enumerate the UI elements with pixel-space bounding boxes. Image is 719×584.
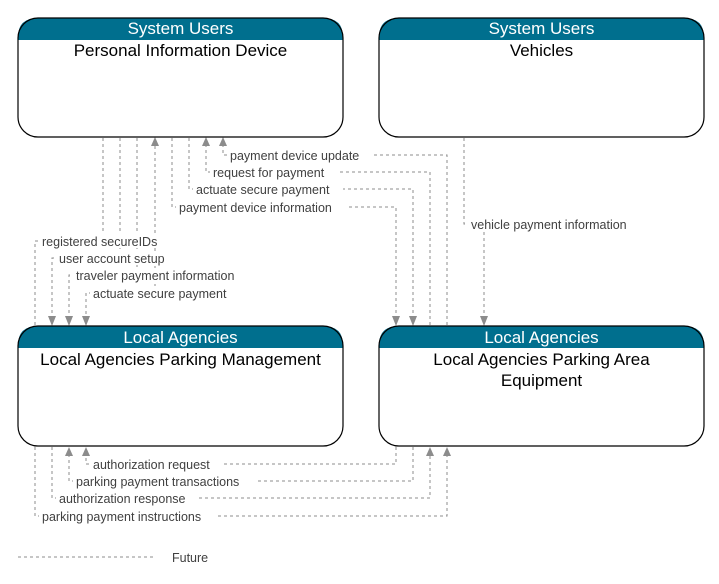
box-local-agencies-parking-management[interactable]: Local Agencies Local Agencies Parking Ma… <box>17 325 344 447</box>
label-authorization-response: authorization response <box>59 492 186 506</box>
label-user-account-setup: user account setup <box>59 252 165 266</box>
label-authorization-request: authorization request <box>93 458 210 472</box>
label-registered-secure-ids: registered secureIDs <box>42 235 157 249</box>
flow-user-account-setup[interactable] <box>51 138 121 316</box>
label-payment-device-update: payment device update <box>230 149 359 163</box>
arrowhead <box>65 316 73 326</box>
arrowhead <box>480 316 488 326</box>
label-actuate-secure-payment-left: actuate secure payment <box>93 287 227 301</box>
box-category: Local Agencies <box>123 328 237 347</box>
arrowhead <box>82 447 90 456</box>
box-category: Local Agencies <box>484 328 598 347</box>
label-vehicle-payment-information: vehicle payment information <box>471 218 627 232</box>
box-title: Local Agencies Parking Management <box>40 350 321 369</box>
box-title: Local Agencies Parking Area <box>433 350 650 369</box>
label-actuate-secure-payment-top: actuate secure payment <box>196 183 330 197</box>
legend-future-label: Future <box>172 551 208 565</box>
box-category: System Users <box>128 19 234 38</box>
flow-parking-payment-instructions[interactable] <box>34 447 448 517</box>
arrowhead <box>65 447 73 456</box>
flow-labels: payment device update request for paymen… <box>39 148 644 524</box>
arrowhead <box>409 316 417 326</box>
arrowhead <box>82 316 90 326</box>
arrowhead <box>48 316 56 326</box>
flow-authorization-response[interactable] <box>51 447 431 499</box>
box-title-line-2: Equipment <box>501 371 583 390</box>
label-parking-payment-instructions: parking payment instructions <box>42 510 201 524</box>
label-parking-payment-transactions: parking payment transactions <box>76 475 239 489</box>
arrowhead <box>151 137 159 146</box>
label-request-for-payment: request for payment <box>213 166 325 180</box>
arrowhead <box>443 447 451 456</box>
box-category: System Users <box>489 19 595 38</box>
arrowhead <box>392 316 400 326</box>
arrowhead <box>426 447 434 456</box>
label-payment-device-information: payment device information <box>179 201 332 215</box>
arrowhead <box>202 137 210 146</box>
box-title: Personal Information Device <box>74 41 288 60</box>
box-local-agencies-parking-area-equipment[interactable]: Local Agencies Local Agencies Parking Ar… <box>378 325 705 447</box>
box-title: Vehicles <box>510 41 573 60</box>
arrowhead <box>219 137 227 146</box>
label-traveler-payment-information: traveler payment information <box>76 269 234 283</box>
box-personal-information-device[interactable]: System Users Personal Information Device <box>17 17 344 138</box>
flow-authorization-request[interactable] <box>85 447 397 465</box>
box-vehicles[interactable]: System Users Vehicles <box>378 17 705 138</box>
legend: Future <box>18 551 208 565</box>
